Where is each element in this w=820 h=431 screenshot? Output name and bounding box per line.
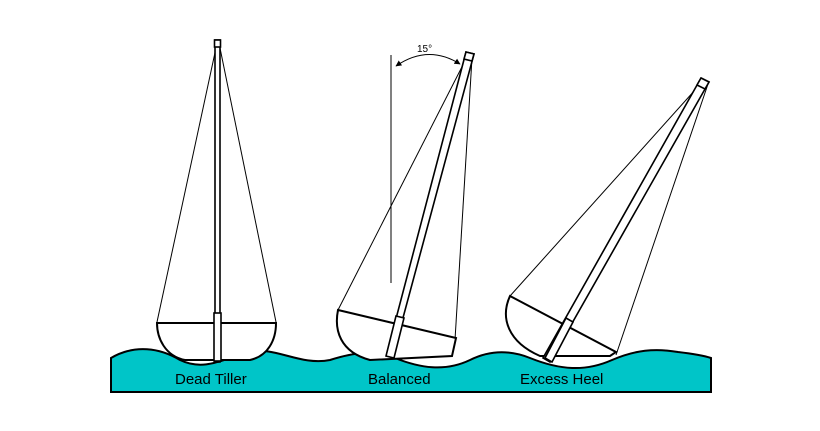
mast-tip: [213, 39, 222, 48]
water-band: [110, 348, 712, 393]
label-balanced: Balanced: [368, 371, 431, 388]
backstay: [219, 47, 277, 323]
label-dead-tiller: Dead Tiller: [175, 371, 247, 388]
forestay: [156, 47, 217, 323]
forestay: [337, 54, 469, 311]
mast-tip: [695, 76, 711, 91]
mast: [386, 51, 475, 357]
mast-step: [385, 315, 405, 359]
backstay: [615, 83, 709, 356]
angle-label: 15°: [417, 44, 432, 55]
boat-excess-heel: [505, 76, 711, 364]
backstay: [454, 57, 473, 341]
angle-arc: [395, 54, 461, 67]
mast-step: [543, 316, 575, 364]
boat-balanced: 15°: [335, 44, 475, 362]
forestay: [509, 79, 705, 297]
boat-dead-tiller: [155, 39, 278, 363]
mast-step: [213, 312, 222, 362]
label-excess-heel: Excess Heel: [520, 371, 603, 388]
mast-tip: [463, 51, 475, 62]
